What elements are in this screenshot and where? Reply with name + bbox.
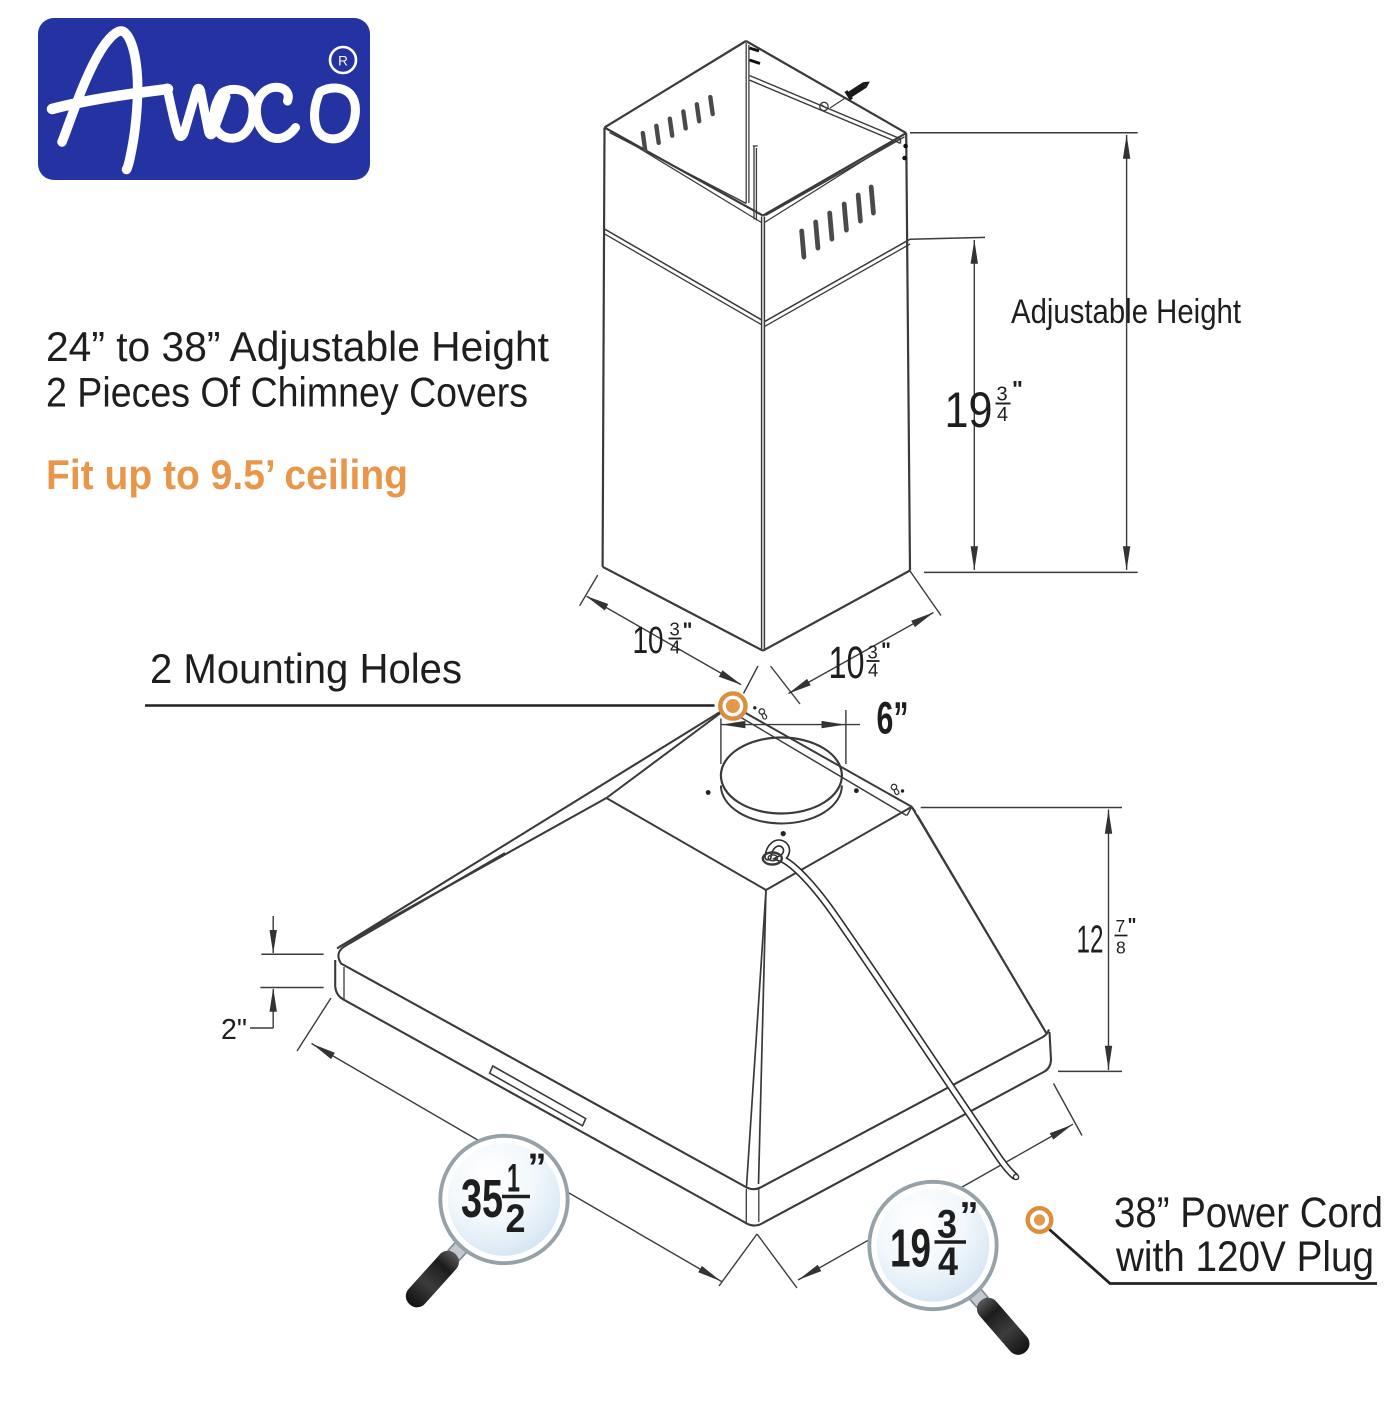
svg-text:3: 3 [997,384,1008,406]
svg-text:": " [1128,916,1137,937]
svg-text:4: 4 [868,660,878,681]
svg-text:38” Power Cord: 38” Power Cord [1114,1190,1383,1237]
svg-text:19: 19 [945,382,993,438]
svg-text:4: 4 [670,637,680,658]
svg-text:3: 3 [937,1203,957,1247]
svg-text:10: 10 [633,620,664,662]
svg-text:35: 35 [461,1169,503,1229]
svg-text:2 Mounting Holes: 2 Mounting Holes [150,645,462,692]
svg-text:Fit up to 9.5’ ceiling: Fit up to 9.5’ ceiling [46,451,408,498]
svg-text:6”: 6” [877,693,909,744]
svg-text:7: 7 [1116,916,1126,936]
svg-text:2 Pieces Of Chimney Covers: 2 Pieces Of Chimney Covers [46,369,528,416]
svg-text:3: 3 [670,619,680,640]
svg-text:2": 2" [221,1014,247,1046]
svg-text:R: R [338,54,348,69]
svg-text:2: 2 [506,1197,526,1241]
svg-text:with 120V Plug: with 120V Plug [1115,1234,1374,1281]
svg-text:19: 19 [890,1219,931,1279]
svg-text:”: ” [960,1196,979,1238]
svg-text:24” to 38” Adjustable Height: 24” to 38” Adjustable Height [46,323,549,370]
svg-text:4: 4 [997,404,1008,426]
svg-text:”: ” [528,1147,547,1189]
svg-text:4: 4 [938,1240,959,1284]
svg-text:8: 8 [1116,938,1126,958]
svg-text:10: 10 [829,637,865,688]
svg-text:1: 1 [507,1157,520,1201]
svg-text:Adjustable Height: Adjustable Height [1011,293,1241,331]
svg-text:": " [1012,376,1023,402]
svg-text:12: 12 [1077,919,1104,962]
svg-text:": " [683,619,693,642]
svg-text:": " [881,639,891,662]
svg-text:3: 3 [868,642,878,663]
